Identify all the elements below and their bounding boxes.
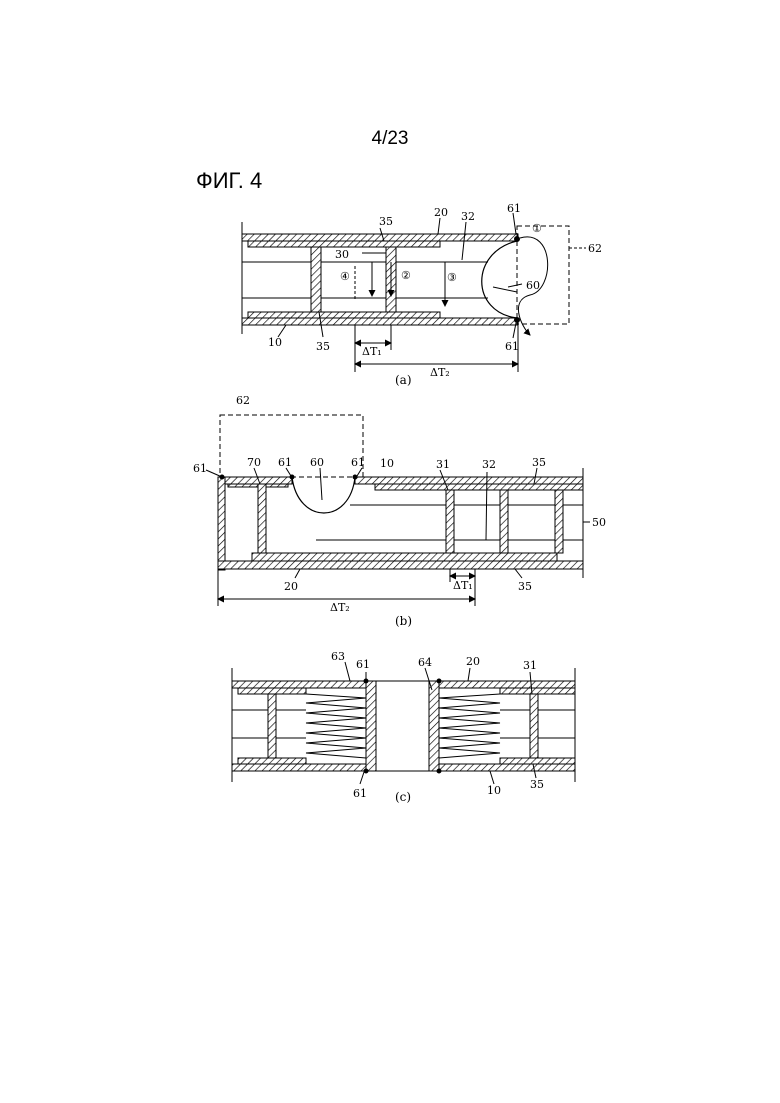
- label-a-marker-4: ④: [340, 270, 350, 283]
- curved-end-element-b: [292, 477, 355, 513]
- label-c-63: 63: [331, 650, 345, 663]
- label-a-35-bottom: 35: [316, 340, 330, 353]
- label-b-35-top: 35: [532, 456, 546, 469]
- dashed-region-62: [517, 226, 569, 324]
- end-wall-left: [218, 477, 225, 570]
- diagram-b: [206, 415, 590, 606]
- top-outer-plate-b: [355, 477, 583, 484]
- label-b-61-mid: 61: [278, 456, 292, 469]
- label-a-20: 20: [434, 206, 448, 219]
- label-b-61-left: 61: [193, 462, 207, 475]
- top-outer-plate: [242, 234, 518, 241]
- bottom-inner-plate: [248, 312, 440, 318]
- label-b-70: 70: [247, 456, 261, 469]
- bottom-outer-plate: [242, 318, 518, 325]
- label-c-61-top: 61: [356, 658, 370, 671]
- label-a-32: 32: [461, 210, 475, 223]
- label-a-marker-2: ②: [401, 269, 411, 282]
- label-b-35-bottom: 35: [518, 580, 532, 593]
- label-a-62: 62: [588, 242, 602, 255]
- label-c-10: 10: [487, 784, 501, 797]
- bottom-outer-plate-b: [218, 561, 583, 569]
- label-b-31: 31: [436, 458, 450, 471]
- label-a-dt2: ΔT₂: [430, 366, 450, 379]
- end-plate-left: [366, 681, 376, 771]
- label-c-35: 35: [530, 778, 544, 791]
- label-c-64: 64: [418, 656, 432, 669]
- label-b-61-right: 61: [351, 456, 365, 469]
- label-b-20: 20: [284, 580, 298, 593]
- label-a-35-top: 35: [379, 215, 393, 228]
- spring-left: [306, 694, 366, 758]
- caption-c: (c): [395, 790, 411, 804]
- diagram-b-labels: 62 61 70 61 60 61 10 31 32 35 50 20 ΔT₁ …: [193, 394, 606, 628]
- label-a-dt1: ΔT₁: [362, 345, 382, 358]
- end-plate-right: [429, 681, 439, 771]
- label-b-10: 10: [380, 457, 394, 470]
- top-inner-plate: [248, 241, 440, 247]
- spring-right: [439, 694, 500, 758]
- caption-b: (b): [395, 614, 412, 628]
- label-b-dt2: ΔT₂: [330, 601, 350, 614]
- label-c-20: 20: [466, 655, 480, 668]
- label-b-dt1: ΔT₁: [453, 579, 473, 592]
- label-a-marker-3: ③: [447, 271, 457, 284]
- label-a-marker-1: ①: [532, 222, 542, 235]
- diagram-c: [232, 662, 575, 784]
- label-a-60: 60: [526, 279, 540, 292]
- label-b-60: 60: [310, 456, 324, 469]
- label-b-62: 62: [236, 394, 250, 407]
- label-a-10: 10: [268, 336, 282, 349]
- label-c-31: 31: [523, 659, 537, 672]
- partition-left: [311, 247, 321, 312]
- label-a-61-bottom: 61: [505, 340, 519, 353]
- label-c-61-bottom: 61: [353, 787, 367, 800]
- label-a-30: 30: [335, 248, 349, 261]
- label-b-32: 32: [482, 458, 496, 471]
- label-b-50: 50: [592, 516, 606, 529]
- curved-end-element: [482, 241, 517, 318]
- diagram-a: [242, 213, 586, 372]
- label-a-61-top: 61: [507, 202, 521, 215]
- caption-a: (a): [395, 373, 412, 387]
